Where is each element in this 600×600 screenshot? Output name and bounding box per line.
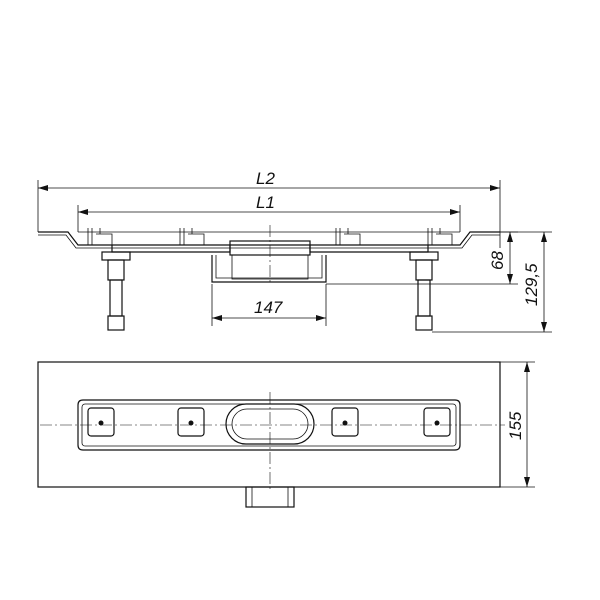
side-view: L2 L1 [37, 169, 552, 333]
channel-outline [77, 399, 461, 451]
dimension-155: 155 [500, 361, 535, 488]
dimension-l1: L1 [77, 193, 461, 232]
label-155: 155 [506, 411, 525, 440]
foot-pad-3 [331, 407, 359, 437]
adjustable-foot-left [101, 251, 131, 331]
outlet-pipe [245, 486, 295, 508]
label-l2: L2 [256, 169, 275, 188]
dimension-147: 147 [211, 284, 327, 326]
label-147: 147 [254, 298, 283, 317]
drain-frame [38, 228, 500, 253]
foot-pad-1 [87, 407, 115, 437]
outlet-box [211, 225, 327, 285]
foot-pad-4 [423, 407, 451, 437]
dimension-68: 68 [326, 231, 518, 285]
label-l1: L1 [256, 193, 275, 212]
label-129-5: 129,5 [522, 263, 541, 306]
outlet-oval [225, 403, 315, 445]
dimension-129-5: 129,5 [432, 231, 552, 333]
foot-pad-2 [177, 407, 205, 437]
adjustable-foot-right [409, 251, 439, 331]
label-68: 68 [488, 251, 507, 270]
plan-outline [37, 361, 501, 488]
dimension-l2: L2 [37, 169, 501, 248]
top-view: 155 [37, 361, 535, 508]
